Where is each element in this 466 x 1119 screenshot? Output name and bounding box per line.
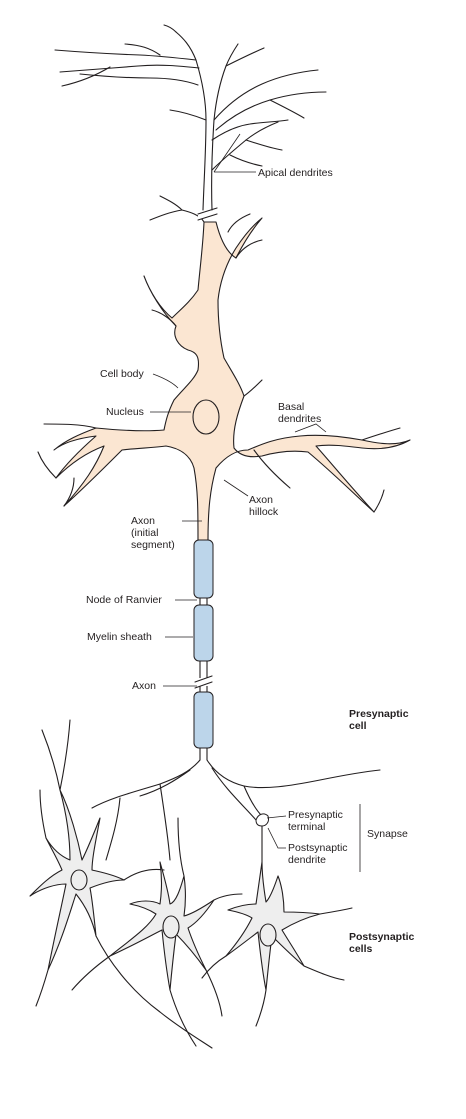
label-presynaptic-terminal-line1: Presynaptic xyxy=(288,809,343,821)
myelin-sheaths xyxy=(193,539,214,749)
label-myelin-sheath: Myelin sheath xyxy=(87,631,152,643)
label-postsynaptic-dendrite: Postsynaptic dendrite xyxy=(288,842,348,866)
postsynaptic-cell-middle xyxy=(71,817,243,1047)
label-axon-initial-segment: Axon (initial segment) xyxy=(131,515,175,551)
label-synapse: Synapse xyxy=(367,828,408,840)
label-presynaptic-cell-line2: cell xyxy=(349,720,367,732)
label-axon-hillock: Axon hillock xyxy=(249,494,278,518)
basal-dendrite-branches xyxy=(37,195,401,513)
apical-break-mark xyxy=(197,207,218,221)
label-presynaptic-terminal-line2: terminal xyxy=(288,821,326,833)
label-axon-hillock-line2: hillock xyxy=(249,506,279,518)
label-presynaptic-cell-line1: Presynaptic xyxy=(349,708,409,720)
label-postsynaptic-cells-line2: cells xyxy=(349,943,373,955)
label-basal-dendrites-line2: dendrites xyxy=(278,413,322,425)
label-postsynaptic-dendrite-line1: Postsynaptic xyxy=(288,842,348,854)
label-cell-body: Cell body xyxy=(100,368,144,380)
label-axon: Axon xyxy=(132,680,156,692)
label-postsynaptic-cells-line1: Postsynaptic xyxy=(349,931,415,943)
label-postsynaptic-cells: Postsynaptic cells xyxy=(349,931,414,955)
nucleus xyxy=(192,399,220,435)
label-apical-dendrites: Apical dendrites xyxy=(258,167,333,179)
leader-lines xyxy=(150,133,361,872)
label-nucleus: Nucleus xyxy=(106,406,144,418)
apical-dendrites xyxy=(54,24,327,211)
label-postsynaptic-dendrite-line2: dendrite xyxy=(288,854,326,866)
label-basal-dendrites-line1: Basal xyxy=(278,401,305,413)
label-axon-initial-line1: Axon xyxy=(131,515,155,527)
label-axon-hillock-line1: Axon xyxy=(249,494,273,506)
presynaptic-terminal xyxy=(255,813,269,827)
postsynaptic-cell-right xyxy=(201,825,353,1027)
label-axon-initial-line3: segment) xyxy=(131,539,175,551)
label-node-of-ranvier: Node of Ranvier xyxy=(86,594,162,606)
label-axon-initial-line2: (initial xyxy=(131,527,159,539)
label-presynaptic-cell: Presynaptic cell xyxy=(349,708,409,732)
label-presynaptic-terminal: Presynaptic terminal xyxy=(288,809,343,833)
postsynaptic-cell-left xyxy=(29,719,213,1049)
axon-break-mark xyxy=(194,675,213,689)
label-basal-dendrites: Basal dendrites xyxy=(278,401,321,425)
